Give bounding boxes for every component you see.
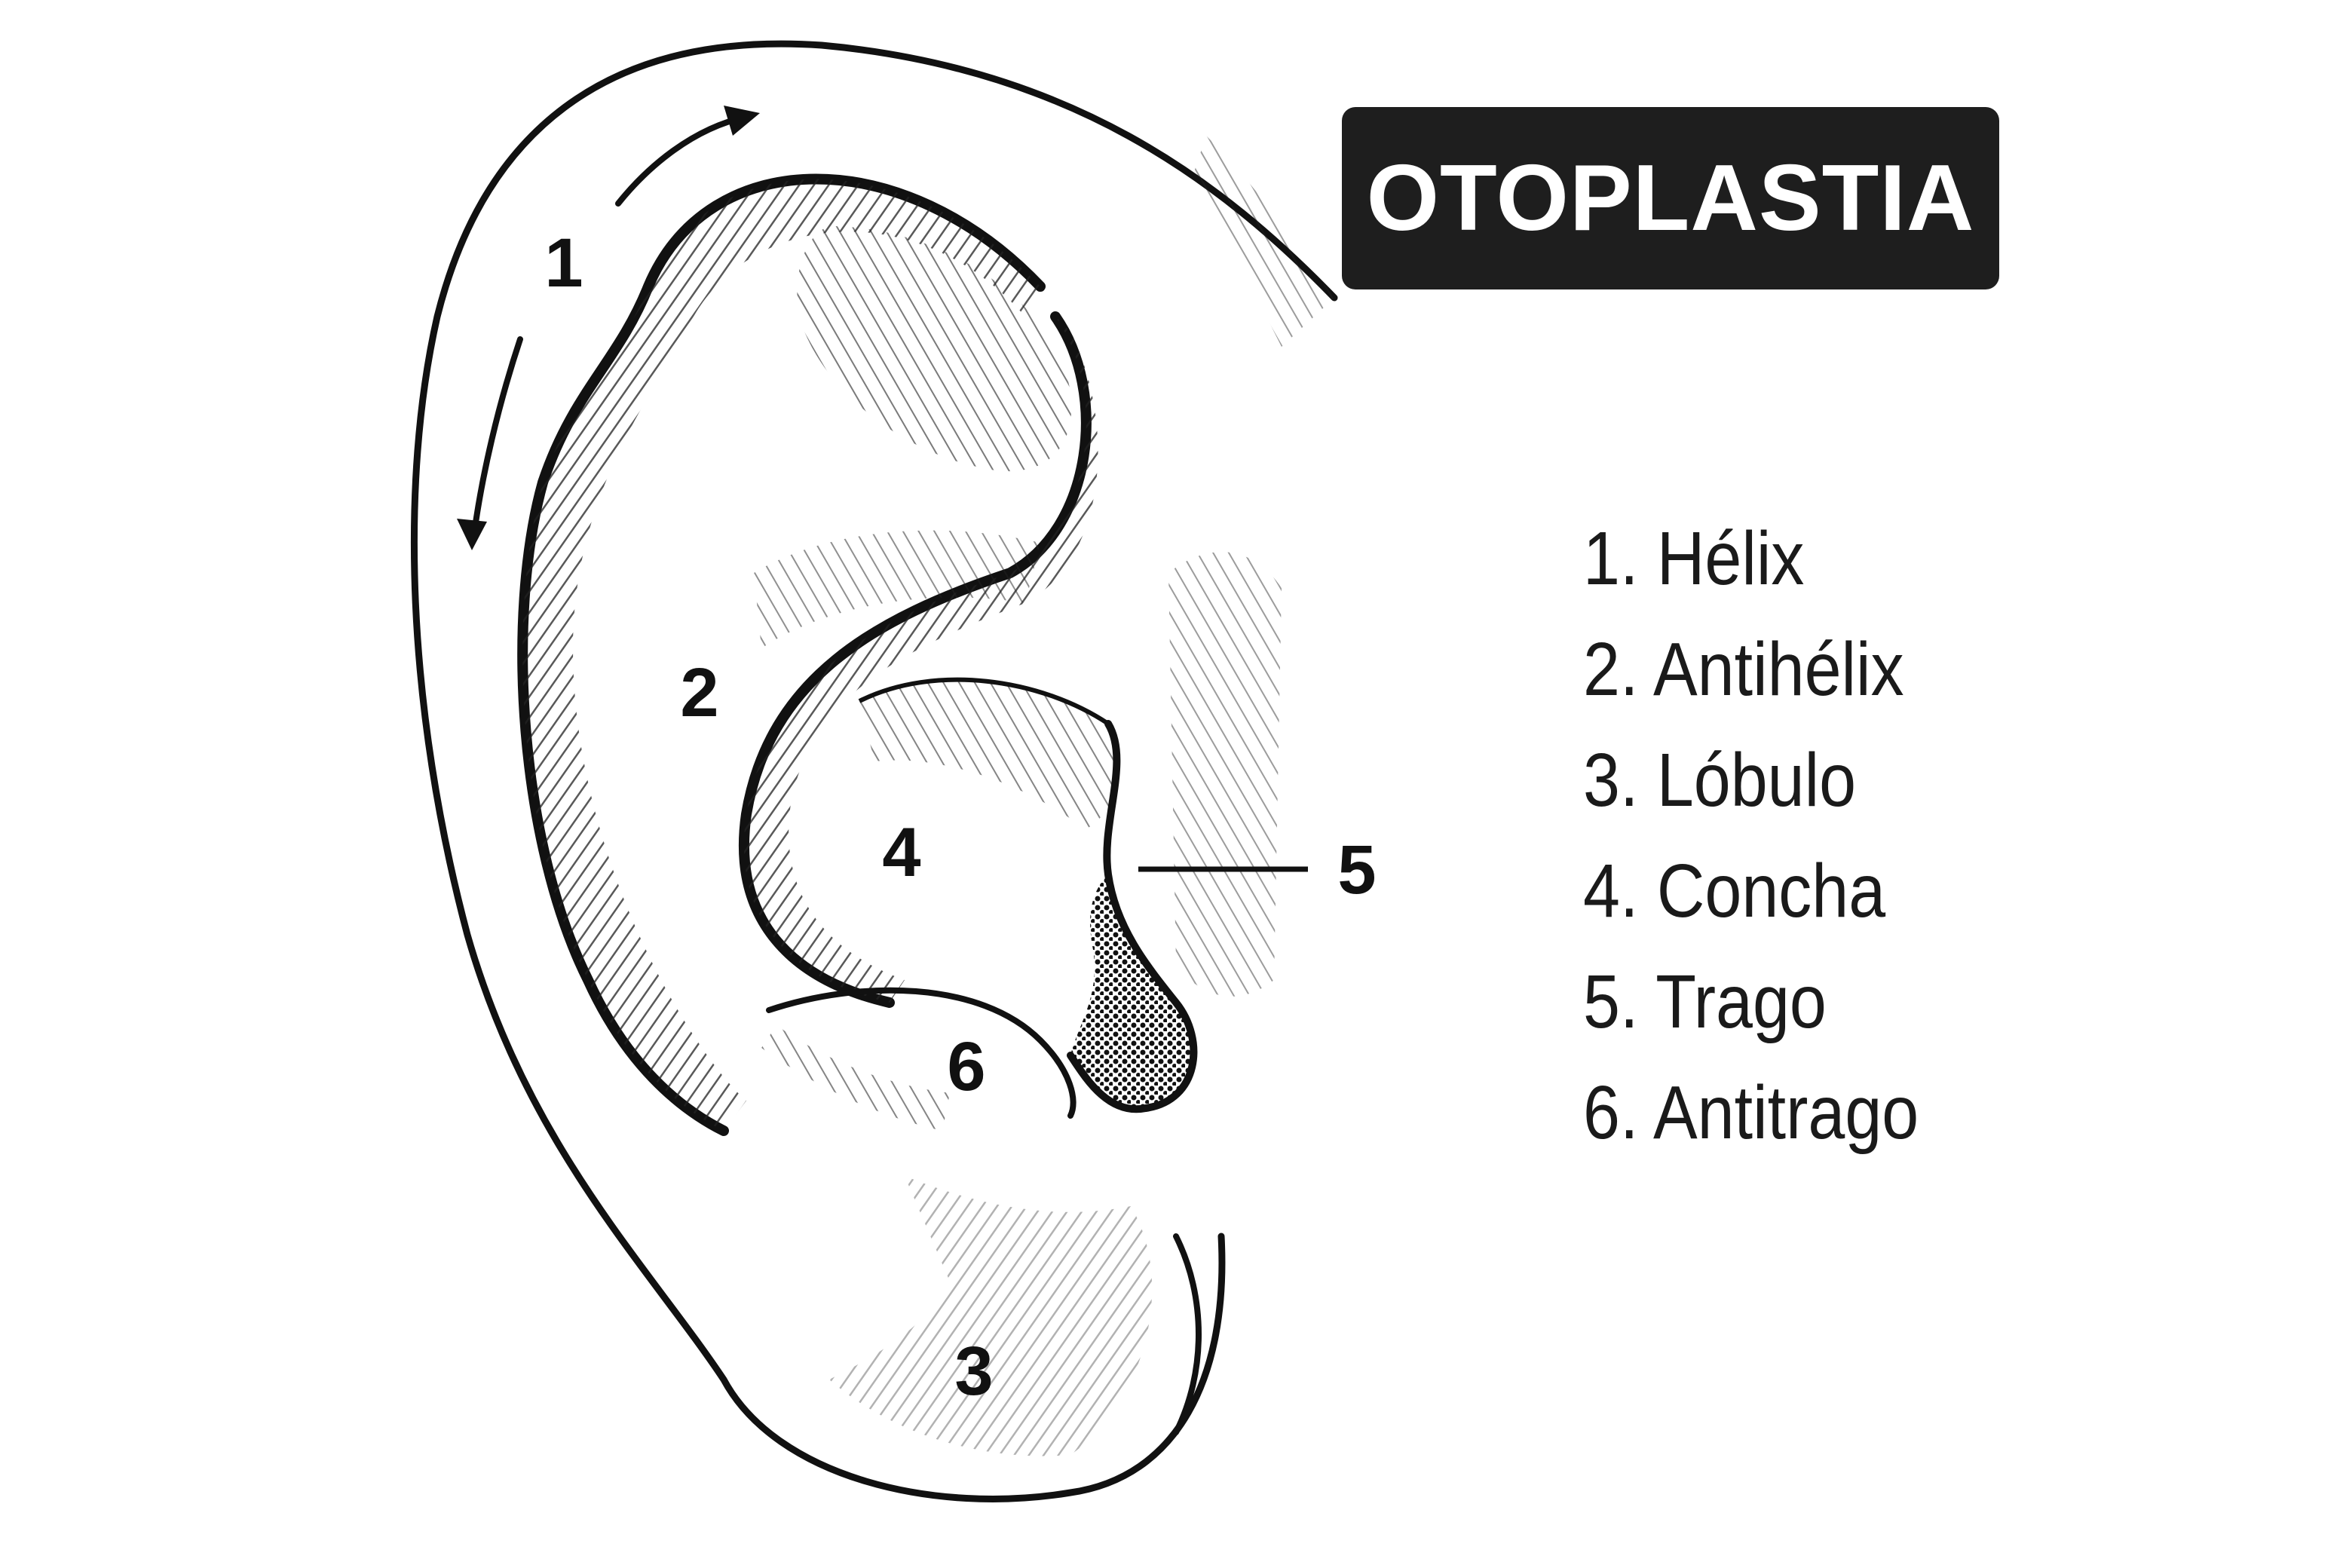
legend-item-tragus: 5. Trago	[1583, 960, 1827, 1044]
legend-item-antitragus: 6. Antitrago	[1583, 1070, 1919, 1155]
helix-arrow-down	[472, 336, 523, 531]
page-title: OTOPLASTIA	[1366, 146, 1975, 250]
legend-item-lobule: 3. Lóbulo	[1583, 738, 1857, 822]
callout-5: 5	[1337, 831, 1376, 908]
ear-outline	[410, 40, 1338, 1502]
legend-item-concha: 4. Concha	[1583, 849, 1886, 933]
helix-arrow-up	[615, 114, 749, 207]
title-badge: OTOPLASTIA	[1342, 107, 1999, 289]
callout-6: 6	[947, 1028, 985, 1105]
legend-item-antihelix: 2. Antihélix	[1583, 627, 1904, 712]
callout-3: 3	[954, 1333, 993, 1410]
callout-1: 1	[544, 225, 583, 302]
helix-arrowhead-up	[724, 106, 760, 136]
legend-item-helix: 1. Hélix	[1583, 516, 1805, 601]
legend: 1. Hélix 2. Antihélix 3. Lóbulo 4. Conch…	[1583, 504, 1965, 1168]
callout-4: 4	[882, 814, 920, 891]
callout-2: 2	[680, 654, 718, 731]
antitragus	[766, 987, 1077, 1119]
helix-arrowhead-down	[457, 519, 487, 550]
